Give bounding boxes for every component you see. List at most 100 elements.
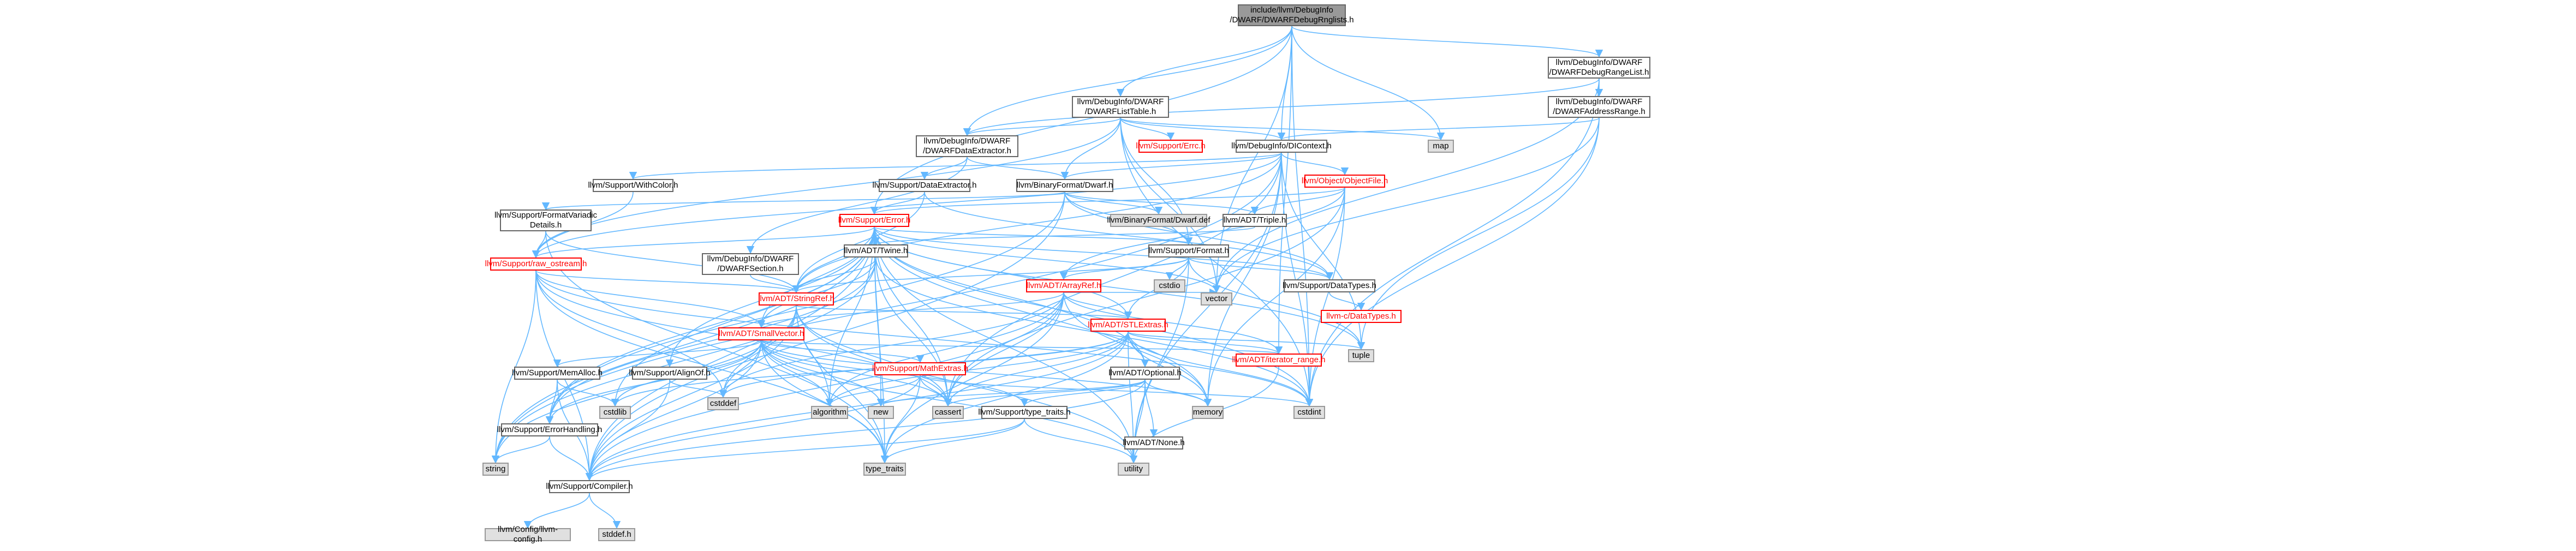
node-label: llvm/Support/FormatVariadic Details.h [494,211,598,230]
node-llvm-config[interactable]: llvm/Config/llvm-config.h [485,525,571,544]
node-arrayref[interactable]: llvm/ADT/ArrayRef.h [1026,279,1101,292]
edge-dicontext-to-binaryformatdwarf [1061,152,1282,180]
node-withcolor[interactable]: llvm/Support/WithColor.h [588,179,678,192]
edge-stringref-to-utility [796,305,1138,464]
node-dwarfdataextractor[interactable]: llvm/DebugInfo/DWARF /DWARFDataExtractor… [916,135,1018,157]
edge-dicontext-to-stringref [792,152,1282,294]
node-label: llvm/BinaryFormat/Dwarf.h [1016,181,1113,190]
node-label: algorithm [813,408,846,417]
edge-optional-to-typetraitsllvm [1020,379,1146,407]
edge-arrayref-to-algorithm [825,292,1064,407]
edge-stringref-to-typetraits [796,305,889,464]
edge-alignof-to-cstddef [669,379,728,398]
node-object-objectfile[interactable]: llvm/Object/ObjectFile.h [1301,175,1388,188]
node-label: cstdint [1297,408,1321,417]
edge-errorhandling-to-compiler [549,436,594,481]
node-dicontext[interactable]: llvm/DebugInfo/DIContext.h [1231,140,1332,153]
node-string[interactable]: string [482,463,509,476]
node-dwarf-def[interactable]: llvm/BinaryFormat/Dwarf.def [1107,214,1211,227]
edge-binaryformatdwarf-to-dwarfdef [1064,191,1163,215]
node-utility[interactable]: utility [1118,463,1149,476]
node-cstdlib[interactable]: cstdlib [599,406,631,419]
edge-compiler-to-stddef [589,493,621,529]
edge-mathextras-to-compiler [585,375,921,481]
node-llvm-c-datatypes[interactable]: llvm-c/DataTypes.h [1321,310,1402,323]
edge-objectfile-to-arrayref [1059,187,1345,280]
edge-rawostream-to-cstdint [535,270,1314,407]
node-memory[interactable]: memory [1192,406,1224,419]
node-label: memory [1192,408,1223,417]
node-algorithm[interactable]: algorithm [811,406,848,419]
node-label: llvm/Object/ObjectFile.h [1301,176,1388,185]
edge-dwarfaddressrange-to-cstdint [1305,117,1600,407]
node-support-errc[interactable]: llvm/Support/Errc.h [1136,140,1206,153]
edge-memalloc-to-cstdlib [557,379,619,407]
node-label: type_traits [866,464,904,474]
edge-optional-to-none [1144,379,1158,438]
node-compiler[interactable]: llvm/Support/Compiler.h [546,480,633,493]
node-twine[interactable]: llvm/ADT/Twine.h [844,244,908,257]
node-vector[interactable]: vector [1201,292,1232,306]
node-label: cstdlib [603,408,627,417]
edge-dwarflisttable-to-cstdint [1120,117,1314,407]
node-label: new [873,408,889,417]
node-dwarfaddressrange[interactable]: llvm/DebugInfo/DWARF /DWARFAddressRange.… [1548,96,1650,118]
edge-dwarfdebugrangelist-to-cstdint [1305,78,1600,407]
node-support-error[interactable]: llvm/Support/Error.h [838,214,910,227]
edge-supporterror-to-smallvector [757,226,875,328]
node-tuple[interactable]: tuple [1348,349,1374,362]
node-label: tuple [1352,351,1370,360]
node-cstdio[interactable]: cstdio [1154,279,1185,292]
node-support-datatypes[interactable]: llvm/Support/DataTypes.h [1283,279,1376,292]
node-stlextras[interactable]: llvm/ADT/STLExtras.h [1088,319,1168,332]
edge-supporterror-to-stringref [792,226,875,294]
node-triple[interactable]: llvm/ADT/Triple.h [1223,214,1287,227]
node-iterator-range[interactable]: llvm/ADT/iterator_range.h [1232,354,1325,367]
node-dataextractor[interactable]: llvm/Support/DataExtractor.h [873,179,976,192]
node-root-dwarfdebugrnglists: include/llvm/DebugInfo /DWARF/DWARFDebug… [1230,4,1354,26]
node-binaryformat-dwarf[interactable]: llvm/BinaryFormat/Dwarf.h [1016,179,1113,192]
edge-root-to-map [1291,26,1445,141]
node-label: vector [1205,294,1228,303]
dependency-edges [491,26,1603,529]
node-memalloc[interactable]: llvm/Support/MemAlloc.h [512,367,603,380]
node-support-type-traits[interactable]: llvm/Support/type_traits.h [978,406,1071,419]
edge-supporterror-to-cstdlib [611,226,875,407]
node-optional[interactable]: llvm/ADT/Optional.h [1108,367,1182,380]
edge-objectfile-to-memory [1203,187,1345,407]
edge-smallvector-to-iteratorrange [761,340,1283,355]
node-formatvariadicdetails[interactable]: llvm/Support/FormatVariadic Details.h [494,209,597,231]
edge-objectfile-to-supporterror [870,187,1345,215]
node-dwarflisttable[interactable]: llvm/DebugInfo/DWARF /DWARFListTable.h [1072,96,1169,118]
edge-binaryformatdwarf-to-triple [1064,191,1259,215]
node-label: llvm/ADT/Twine.h [844,246,908,255]
edge-stringref-to-cassert [796,305,952,407]
node-none[interactable]: llvm/ADT/None.h [1123,436,1185,450]
node-cstdint[interactable]: cstdint [1293,406,1325,419]
edge-supporterror-to-algorithm [825,226,875,407]
node-cstddef[interactable]: cstddef [707,397,739,410]
node-alignof[interactable]: llvm/Support/AlignOf.h [629,367,711,380]
node-stddef[interactable]: stddef.h [598,528,635,541]
edge-format-to-datatypes [1188,257,1334,280]
node-type-traits[interactable]: type_traits [863,463,906,476]
node-raw-ostream[interactable]: llvm/Support/raw_ostream.h [485,257,587,271]
edge-typetraitsllvm-to-utility [1024,418,1138,464]
node-map[interactable]: map [1428,140,1454,153]
edge-stlextras-to-compiler [585,331,1129,481]
node-errorhandling[interactable]: llvm/Support/ErrorHandling.h [497,423,602,436]
node-dwarfdebugrangelist[interactable]: llvm/DebugInfo/DWARF /DWARFDebugRangeLis… [1548,57,1650,79]
edge-binaryformatdwarf-to-compiler [585,191,1065,481]
edge-supporterror-to-rawostream [532,226,875,259]
node-dwarfsection[interactable]: llvm/DebugInfo/DWARF /DWARFSection.h [702,253,799,275]
node-support-format[interactable]: llvm/Support/Format.h [1148,244,1229,257]
node-smallvector[interactable]: llvm/ADT/SmallVector.h [718,327,804,340]
node-new[interactable]: new [868,406,894,419]
edge-smallvector-to-typetraits [761,340,889,464]
node-label: llvm/Support/DataExtractor.h [872,181,977,190]
node-stringref[interactable]: llvm/ADT/StringRef.h [758,292,834,306]
node-label: llvm/Support/Compiler.h [546,482,633,491]
node-cassert[interactable]: cassert [932,406,964,419]
node-mathextras[interactable]: llvm/Support/MathExtras.h [872,362,968,375]
edge-root-to-vector [1212,26,1292,294]
